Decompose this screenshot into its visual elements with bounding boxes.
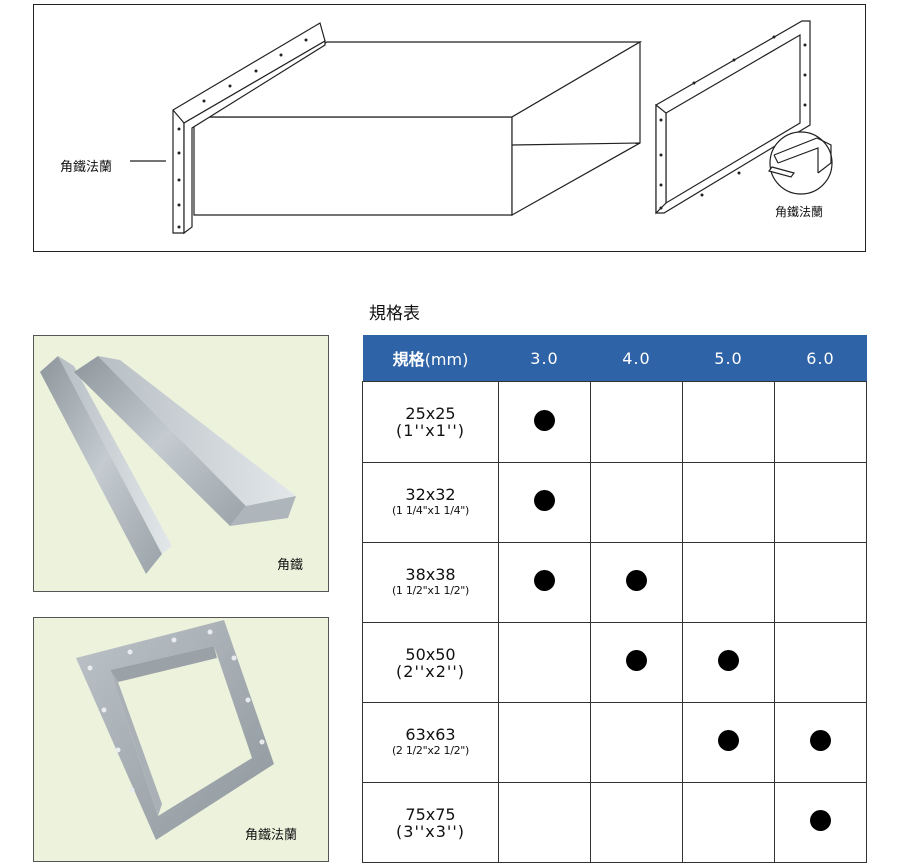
availability-cell	[682, 542, 775, 623]
angle-iron-photo: 角鐵	[33, 335, 329, 592]
availability-cell	[682, 462, 775, 543]
header-spec-unit: (mm)	[424, 350, 469, 369]
size-inch: (3''x3'')	[396, 821, 465, 841]
duct-drawing	[130, 20, 833, 235]
availability-cell	[590, 782, 683, 863]
size-inch: (2''x2'')	[396, 661, 465, 681]
availability-cell	[498, 542, 591, 623]
angle-iron-image	[40, 356, 296, 574]
availability-cell	[498, 462, 591, 543]
availability-cell	[590, 542, 683, 623]
availability-cell	[774, 782, 867, 863]
table-row: 63x63(2 1/2"x2 1/2")	[362, 702, 867, 783]
availability-cell	[498, 381, 591, 463]
size-cell: 25x25(1''x1'')	[362, 381, 499, 463]
available-dot-icon	[626, 570, 647, 591]
angle-iron-caption: 角鐵	[277, 558, 304, 573]
spec-table-header: 規格(mm) 3.0 4.0 5.0 6.0	[362, 335, 867, 382]
availability-cell	[774, 462, 867, 543]
header-thickness-3: 3.0	[498, 335, 591, 382]
availability-cell	[774, 381, 867, 463]
spec-table: 規格(mm) 3.0 4.0 5.0 6.0 25x25(1''x1'')32x…	[362, 335, 867, 863]
size-mm: 50x50	[405, 644, 456, 664]
availability-cell	[774, 702, 867, 783]
availability-cell	[682, 782, 775, 863]
table-row: 50x50(2''x2'')	[362, 622, 867, 703]
availability-cell	[590, 622, 683, 703]
size-mm: 75x75	[405, 804, 456, 824]
availability-cell	[590, 462, 683, 543]
available-dot-icon	[810, 810, 831, 831]
available-dot-icon	[534, 409, 555, 431]
available-dot-icon	[534, 570, 555, 591]
size-mm: 25x25	[405, 404, 456, 423]
availability-cell	[774, 542, 867, 623]
availability-cell	[498, 702, 591, 783]
header-thickness-4: 4.0	[590, 335, 683, 382]
size-cell: 50x50(2''x2'')	[362, 622, 499, 703]
table-row: 25x25(1''x1'')	[362, 381, 867, 463]
angle-iron-flange-image	[76, 620, 274, 840]
size-mm: 63x63	[405, 725, 456, 744]
availability-cell	[498, 622, 591, 703]
table-row: 38x38(1 1/2"x1 1/2")	[362, 542, 867, 623]
available-dot-icon	[534, 490, 555, 511]
size-mm: 32x32	[405, 485, 456, 504]
available-dot-icon	[718, 650, 739, 671]
available-dot-icon	[718, 730, 739, 751]
size-cell: 75x75(3''x3'')	[362, 782, 499, 863]
available-dot-icon	[810, 730, 831, 751]
header-thickness-5: 5.0	[682, 335, 775, 382]
size-cell: 63x63(2 1/2"x2 1/2")	[362, 702, 499, 783]
availability-cell	[774, 622, 867, 703]
duct-flange-diagram: 角鐵法蘭 角鐵法蘭	[33, 4, 866, 252]
angle-iron-flange-label-left: 角鐵法蘭	[60, 160, 113, 175]
availability-cell	[498, 782, 591, 863]
availability-cell	[682, 702, 775, 783]
availability-cell	[590, 381, 683, 463]
availability-cell	[682, 381, 775, 463]
size-inch: (1''x1'')	[396, 421, 465, 440]
angle-iron-flange-photo: 角鐵法蘭	[33, 617, 329, 862]
header-spec-label: 規格	[392, 350, 425, 369]
availability-cell	[590, 702, 683, 783]
table-row: 32x32(1 1/4"x1 1/4")	[362, 462, 867, 543]
available-dot-icon	[626, 650, 647, 671]
angle-iron-flange-caption: 角鐵法蘭	[245, 828, 298, 843]
header-spec: 規格(mm)	[362, 335, 499, 382]
angle-iron-flange-label-right: 角鐵法蘭	[775, 205, 824, 219]
availability-cell	[682, 622, 775, 703]
header-thickness-6: 6.0	[774, 335, 867, 382]
size-inch: (1 1/2"x1 1/2")	[391, 584, 470, 597]
size-cell: 32x32(1 1/4"x1 1/4")	[362, 462, 499, 543]
size-inch: (1 1/4"x1 1/4")	[391, 504, 470, 517]
spec-table-title: 規格表	[369, 304, 420, 324]
size-cell: 38x38(1 1/2"x1 1/2")	[362, 542, 499, 623]
size-mm: 38x38	[405, 565, 456, 584]
table-row: 75x75(3''x3'')	[362, 782, 867, 863]
size-inch: (2 1/2"x2 1/2")	[391, 744, 470, 757]
